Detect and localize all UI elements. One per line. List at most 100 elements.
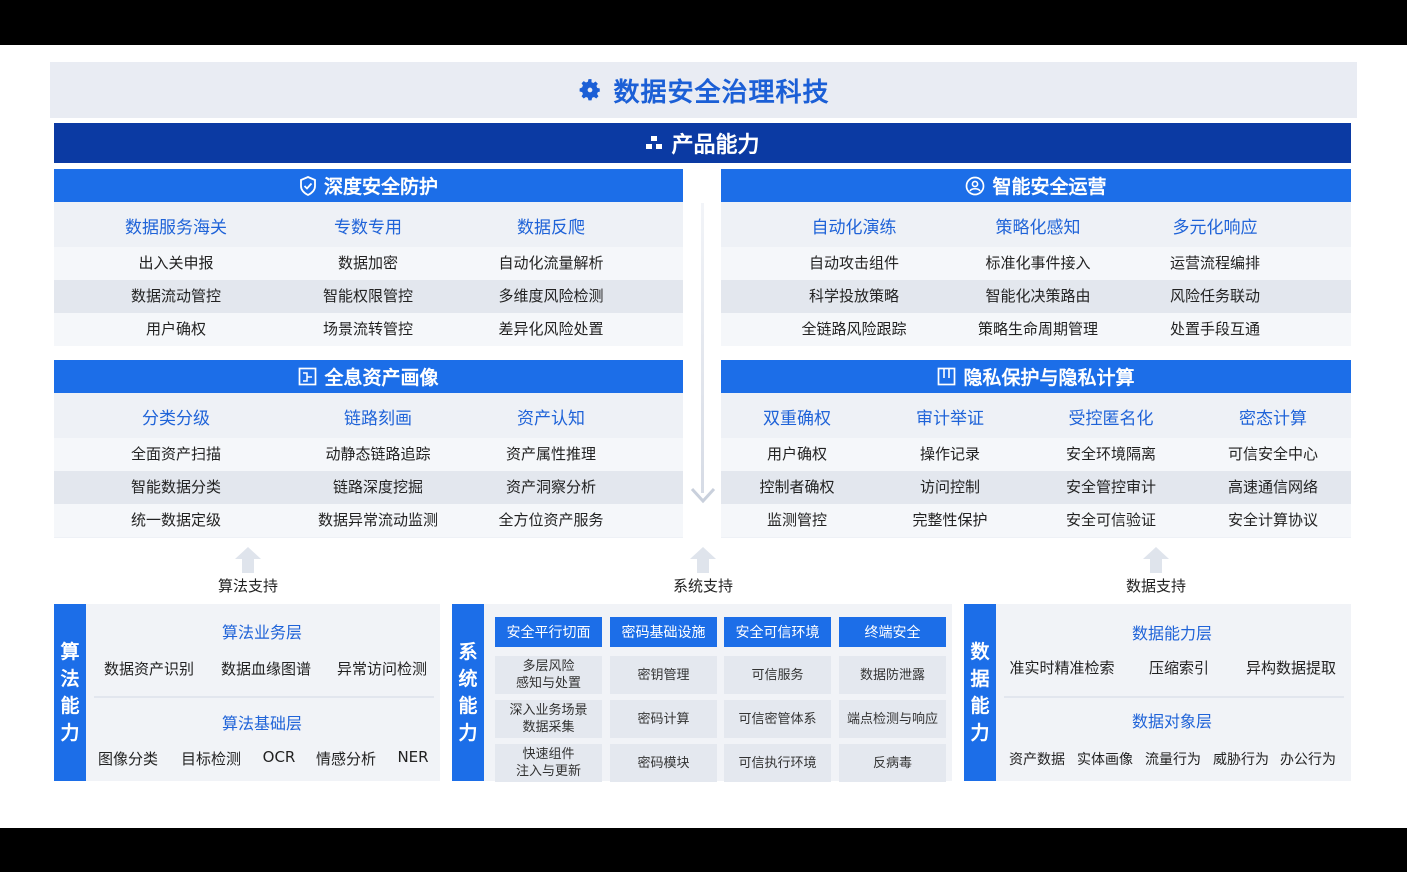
panel-header: 深度安全防护 bbox=[54, 169, 683, 202]
product-bar-label: 产品能力 bbox=[671, 133, 760, 158]
label-char: 系 bbox=[458, 640, 478, 663]
data-item: 资产数据 bbox=[1009, 752, 1065, 768]
system-item: 密码计算 bbox=[610, 700, 717, 738]
product-capability-bar: 产品能力 bbox=[54, 123, 1351, 163]
capability-item: 多维度风险检测 bbox=[498, 287, 604, 305]
capability-item: 监测管控 bbox=[766, 511, 828, 529]
system-support-label: 系统支持 bbox=[672, 577, 734, 595]
panel-header: 全息资产画像 bbox=[54, 360, 683, 393]
capability-item: 用户确权 bbox=[145, 320, 207, 338]
divider bbox=[1004, 696, 1344, 698]
system-item: 端点检测与响应 bbox=[839, 700, 946, 738]
intelligent-ops-panel: 智能安全运营 自动化演练自动攻击组件科学投放策略全链路风险跟踪策略化感知标准化事… bbox=[721, 169, 1351, 346]
system-column-header: 密码基础设施 bbox=[610, 617, 717, 647]
capability-item: 安全管控审计 bbox=[1065, 478, 1157, 496]
deep-security-panel: 深度安全防护 数据服务海关出入关申报数据流动管控用户确权专数专用数据加密智能权限… bbox=[54, 169, 683, 346]
system-capability-label: 系统能力 bbox=[452, 604, 484, 781]
capability-item: 差异化风险处置 bbox=[498, 320, 604, 338]
operator-icon bbox=[966, 176, 985, 195]
data-capability-panel: 数据能力 数据能力层 准实时精准检索 压缩索引 异构数据提取 数据对象层 资产数… bbox=[964, 604, 1351, 781]
data-support-label: 数据支持 bbox=[1125, 577, 1187, 595]
column-heading: 自动化演练 bbox=[811, 218, 897, 238]
capability-item: 安全计算协议 bbox=[1227, 511, 1319, 529]
data-item: 准实时精准检索 bbox=[1009, 659, 1115, 677]
down-arrow-icon bbox=[690, 487, 716, 504]
panel-row bbox=[54, 471, 683, 504]
divider bbox=[94, 696, 434, 698]
system-item: 密码模块 bbox=[610, 744, 717, 782]
column-heading: 策略化感知 bbox=[995, 218, 1081, 238]
algo-item: 目标检测 bbox=[180, 750, 242, 768]
algo-item: NER bbox=[397, 748, 429, 766]
data-item: 压缩索引 bbox=[1148, 659, 1210, 677]
panel-header: 隐私保护与隐私计算 bbox=[721, 360, 1351, 393]
panel-row bbox=[54, 313, 683, 346]
algo-support-label: 算法支持 bbox=[217, 577, 279, 595]
capability-item: 科学投放策略 bbox=[808, 287, 900, 305]
capability-item: 标准化事件接入 bbox=[985, 254, 1091, 272]
label-char: 据 bbox=[970, 667, 990, 690]
capability-item: 运营流程编排 bbox=[1169, 254, 1261, 272]
panel-header: 智能安全运营 bbox=[721, 169, 1351, 202]
column-heading: 链路刻画 bbox=[344, 409, 412, 429]
label-char: 统 bbox=[458, 667, 478, 690]
label-char: 算 bbox=[60, 640, 80, 663]
grid-box-icon bbox=[938, 367, 956, 386]
label-char: 能 bbox=[970, 694, 990, 717]
capability-item: 自动攻击组件 bbox=[808, 254, 900, 272]
algorithm-capability-panel: 算法能力 算法业务层 数据资产识别 数据血缘图谱 异常访问检测 算法基础层 图像… bbox=[54, 604, 440, 781]
system-item: 深入业务场景 数据采集 bbox=[495, 700, 602, 738]
algo-item: 图像分类 bbox=[97, 750, 159, 768]
page-title: 数据安全治理科技 bbox=[613, 77, 830, 108]
panel-row bbox=[721, 504, 1351, 537]
capability-item: 用户确权 bbox=[766, 445, 828, 463]
algo-item: 数据血缘图谱 bbox=[220, 660, 312, 678]
capability-item: 全面资产扫描 bbox=[130, 445, 222, 463]
panel-row bbox=[721, 438, 1351, 471]
capability-item: 智能权限管控 bbox=[322, 287, 414, 305]
column-heading: 多元化响应 bbox=[1172, 218, 1258, 238]
data-capability-label: 数据能力 bbox=[964, 604, 996, 781]
up-arrow-icon bbox=[1143, 547, 1169, 573]
panel-row bbox=[54, 504, 683, 537]
column-heading: 专数专用 bbox=[334, 218, 402, 238]
up-arrow-icon bbox=[235, 547, 261, 573]
capability-item: 自动化流量解析 bbox=[498, 254, 604, 272]
data-object-layer-title: 数据对象层 bbox=[1131, 712, 1213, 731]
capability-item: 资产洞察分析 bbox=[505, 478, 597, 496]
panel-row bbox=[721, 471, 1351, 504]
algo-base-layer-title: 算法基础层 bbox=[221, 714, 303, 733]
panel-row bbox=[54, 438, 683, 471]
algo-business-layer-title: 算法业务层 bbox=[221, 623, 303, 642]
shield-icon bbox=[300, 175, 316, 196]
capability-item: 数据流动管控 bbox=[130, 287, 222, 305]
capability-item: 出入关申报 bbox=[138, 254, 214, 272]
column-heading: 数据服务海关 bbox=[125, 218, 227, 238]
panel-row bbox=[54, 247, 683, 280]
capability-item: 控制者确权 bbox=[759, 478, 835, 496]
system-item: 反病毒 bbox=[839, 744, 946, 782]
capability-item: 资产属性推理 bbox=[505, 445, 597, 463]
panel-row bbox=[721, 247, 1351, 280]
system-item: 密钥管理 bbox=[610, 656, 717, 694]
label-char: 法 bbox=[60, 667, 80, 690]
frame-icon bbox=[299, 367, 317, 386]
gear-icon bbox=[580, 79, 601, 101]
column-heading: 双重确权 bbox=[763, 409, 831, 429]
capability-item: 操作记录 bbox=[919, 445, 981, 463]
column-heading: 数据反爬 bbox=[517, 218, 585, 238]
panel-title: 智能安全运营 bbox=[992, 176, 1107, 198]
capability-item: 链路深度挖掘 bbox=[332, 478, 424, 496]
capability-item: 统一数据定级 bbox=[130, 511, 222, 529]
capability-item: 处置手段互通 bbox=[1169, 320, 1261, 338]
system-item: 多层风险 感知与处置 bbox=[495, 656, 602, 694]
column-heading: 分类分级 bbox=[142, 409, 210, 429]
label-char: 力 bbox=[458, 721, 478, 744]
capability-item: 全方位资产服务 bbox=[498, 511, 604, 529]
capability-item: 完整性保护 bbox=[912, 511, 988, 529]
algo-item: 异常访问检测 bbox=[336, 660, 428, 678]
title-bar: 数据安全治理科技 bbox=[50, 62, 1357, 118]
column-heading: 受控匿名化 bbox=[1068, 409, 1154, 429]
label-char: 力 bbox=[60, 721, 80, 744]
flow-line bbox=[701, 203, 704, 493]
